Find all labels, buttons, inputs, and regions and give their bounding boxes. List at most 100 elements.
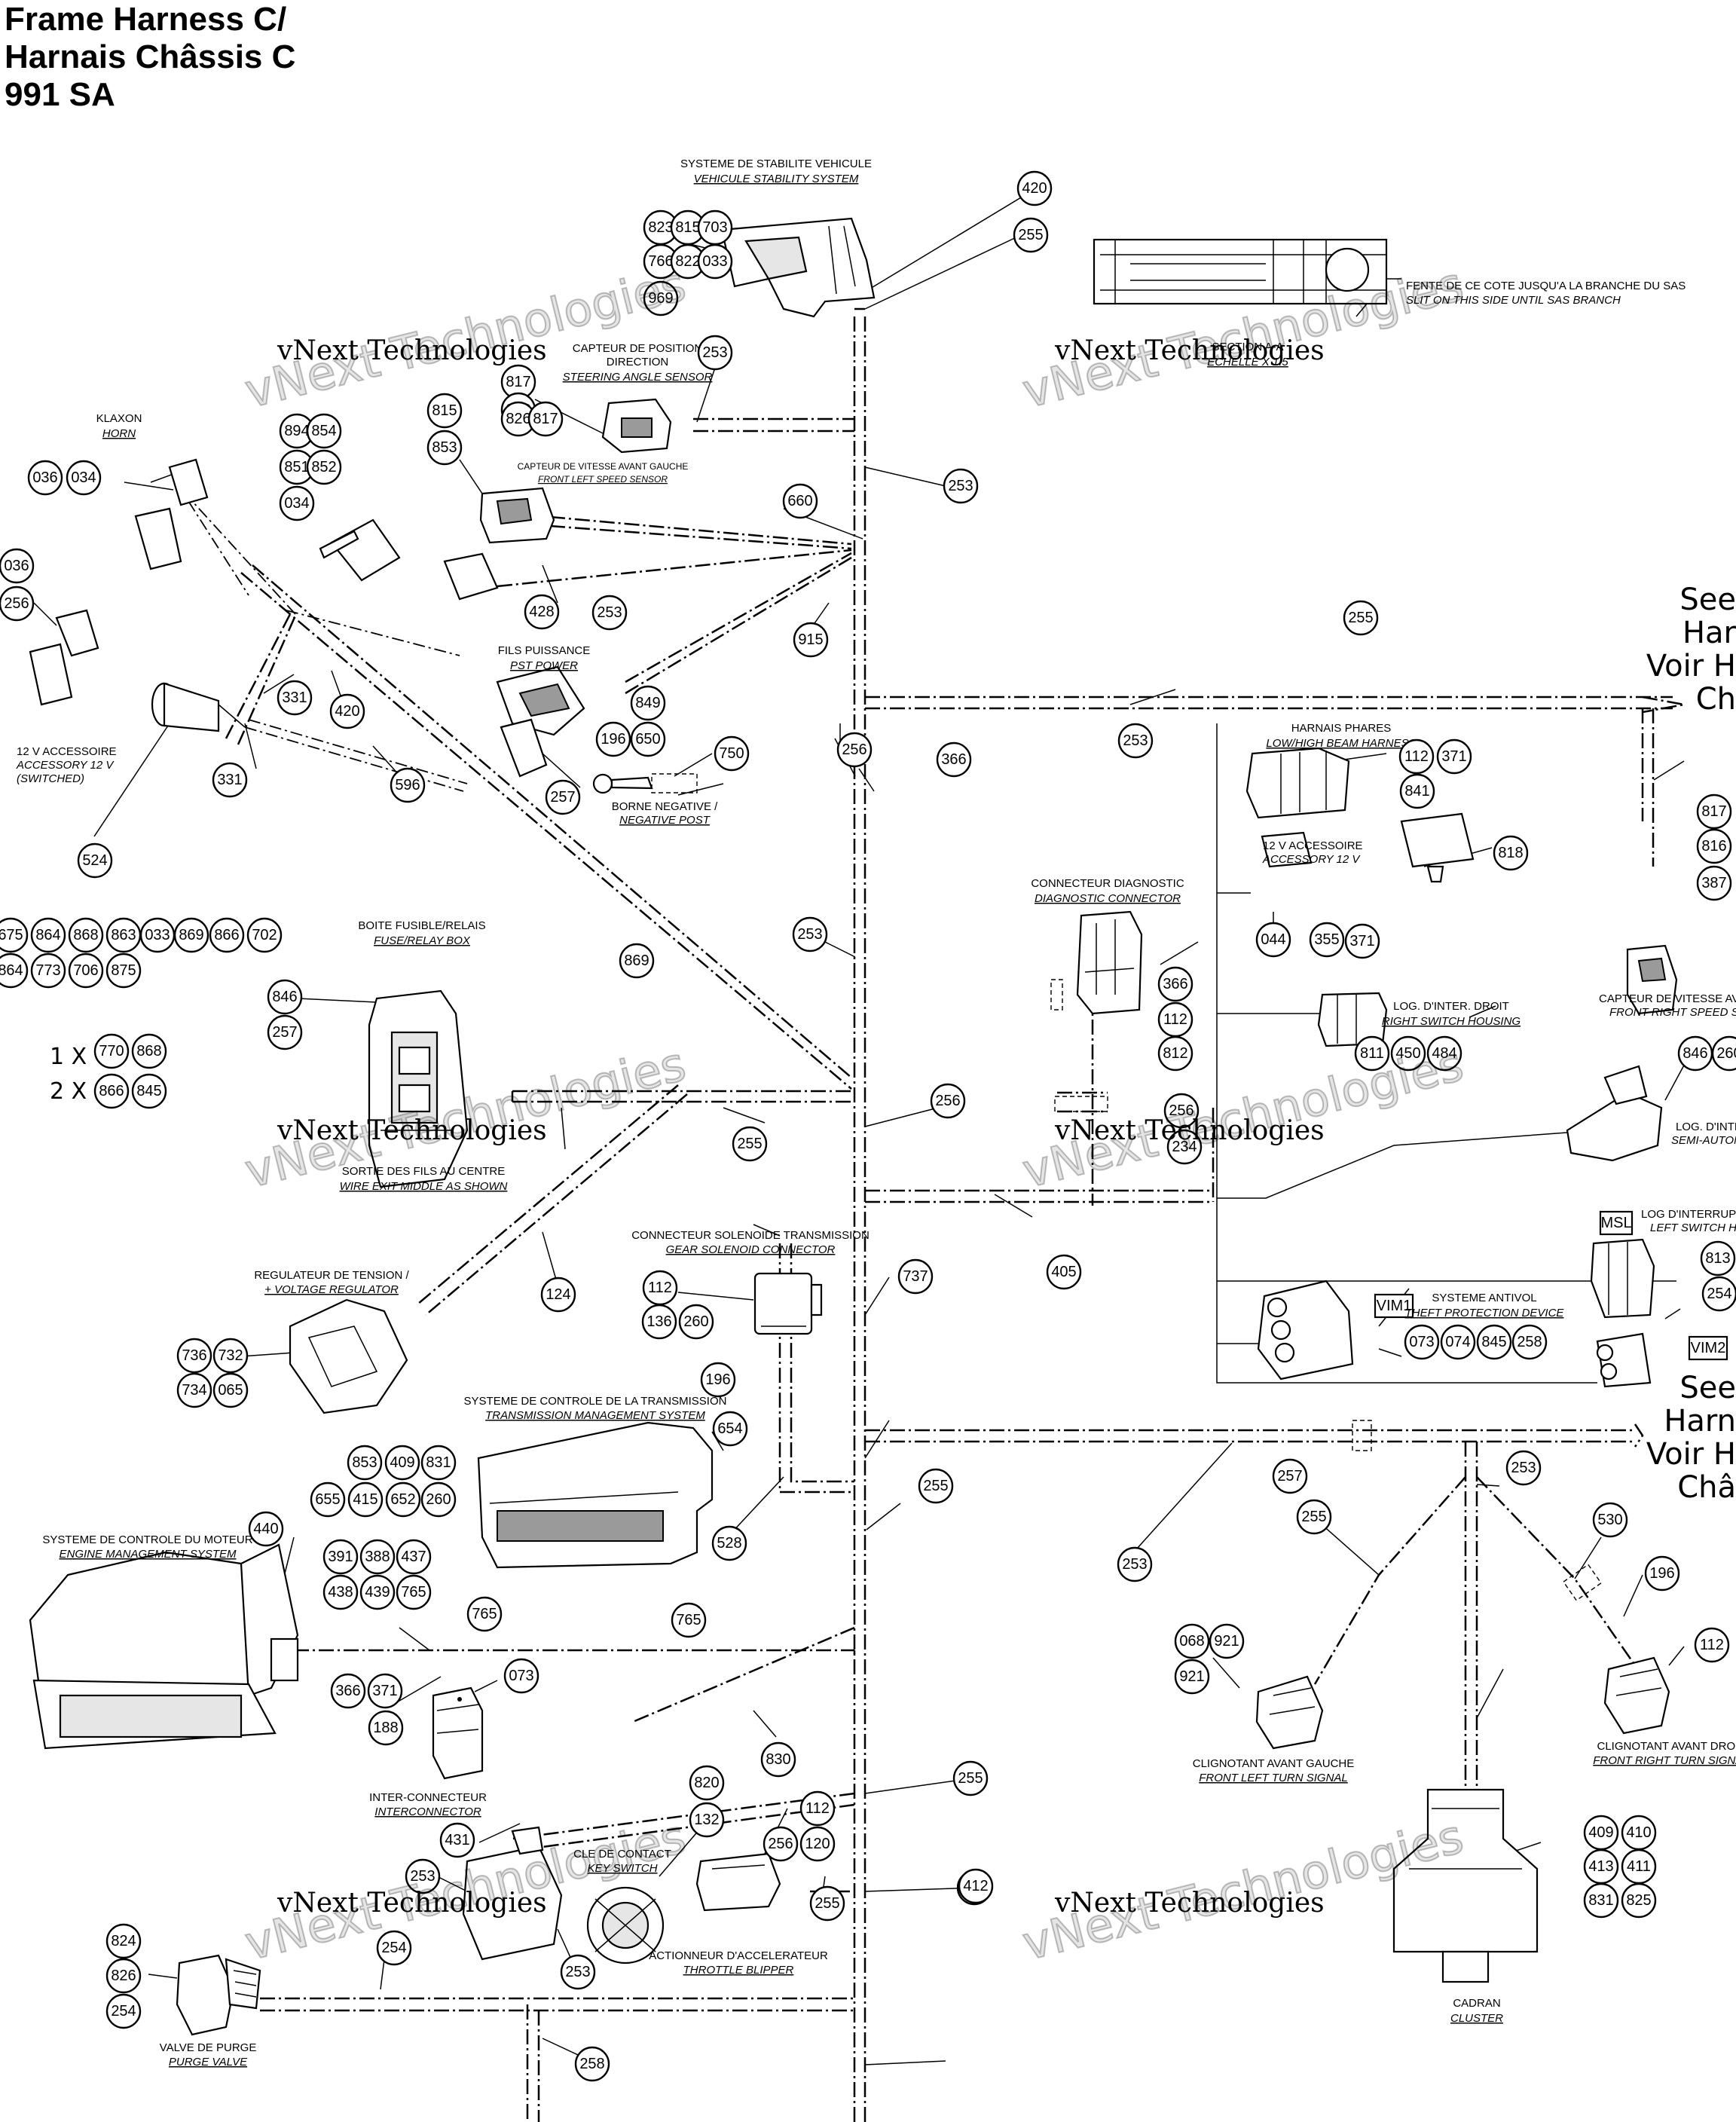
svg-text:255: 255: [1348, 610, 1373, 626]
vss-label-en: VEHICULE STABILITY SYSTEM: [694, 173, 859, 185]
theft-protection-device-shape: [1257, 1280, 1652, 1388]
callout-869: 869: [619, 943, 655, 979]
boxed-labels: MSL VIM1 VIM2 1 X 2 X: [50, 1044, 1728, 1361]
svg-text:866: 866: [99, 1083, 124, 1099]
multiplier-2x: 2 X: [50, 1078, 87, 1105]
svg-text:371: 371: [372, 1683, 397, 1699]
svg-text:355: 355: [1314, 931, 1339, 948]
callout-112: 112: [799, 1790, 836, 1827]
svg-text:841: 841: [1404, 783, 1429, 800]
callout-132: 132: [689, 1802, 725, 1838]
callout-254: 254: [1701, 1276, 1736, 1312]
tms-label-fr: SYSTEME DE CONTROLE DE LA TRANSMISSION: [464, 1395, 727, 1408]
svg-text:530: 530: [1597, 1512, 1622, 1528]
svg-text:822: 822: [675, 253, 700, 270]
svg-text:737: 737: [903, 1268, 928, 1285]
acc12-label-en2: (SWITCHED): [17, 772, 84, 785]
svg-text:033: 033: [145, 927, 170, 943]
svg-text:824: 824: [111, 1933, 136, 1949]
callout-851: 851: [279, 449, 315, 485]
svg-text:703: 703: [702, 219, 727, 236]
multiplier-1x: 1 X: [50, 1044, 87, 1070]
callout-750: 750: [714, 735, 750, 772]
svg-text:770: 770: [99, 1043, 124, 1059]
title-line-3: 991 SA: [5, 76, 115, 113]
callout-253: 253: [1117, 723, 1154, 759]
callout-255: 255: [809, 1885, 845, 1922]
callout-355: 355: [1309, 922, 1345, 958]
svg-text:437: 437: [401, 1549, 426, 1565]
callout-921: 921: [1209, 1623, 1245, 1659]
callout-371: 371: [367, 1673, 403, 1709]
svg-text:817: 817: [1701, 803, 1726, 820]
callout-196: 196: [700, 1362, 736, 1398]
svg-text:528: 528: [717, 1535, 741, 1552]
svg-text:255: 255: [1018, 227, 1043, 243]
svg-text:864: 864: [0, 962, 23, 979]
callout-813: 813: [1700, 1240, 1736, 1277]
svg-text:816: 816: [1701, 838, 1726, 855]
svg-text:258: 258: [579, 2056, 604, 2072]
cluster-connector-shape: [1392, 1788, 1539, 1983]
gear-label-fr: CONNECTEUR SOLENOIDE TRANSMISSION: [631, 1229, 870, 1242]
callout-257: 257: [545, 779, 581, 815]
callout-253: 253: [591, 595, 628, 631]
svg-text:765: 765: [676, 1612, 701, 1628]
left-switch-housing-shape: [1590, 1238, 1655, 1319]
callout-864: 864: [30, 917, 66, 953]
svg-text:750: 750: [719, 745, 744, 762]
svg-text:253: 253: [1122, 1556, 1147, 1573]
front-left-turn-signal-shape: [1255, 1675, 1324, 1750]
svg-text:188: 188: [373, 1720, 398, 1736]
vim1-box: VIM1: [1377, 1298, 1412, 1314]
svg-text:440: 440: [253, 1521, 278, 1537]
callout-817: 817: [500, 364, 536, 400]
callout-817: 817: [1696, 793, 1732, 830]
section-a-a-view: [1093, 238, 1401, 305]
svg-text:124: 124: [546, 1286, 570, 1303]
callout-703: 703: [697, 209, 733, 246]
cluster-label-fr: CADRAN: [1453, 1997, 1500, 2010]
callout-438: 438: [322, 1574, 359, 1610]
steer-label-fr1: CAPTEUR DE POSITION: [573, 342, 703, 355]
callout-112: 112: [1398, 738, 1435, 775]
callout-846: 846: [1677, 1035, 1713, 1072]
callout-737: 737: [897, 1258, 934, 1295]
svg-text:034: 034: [284, 495, 309, 512]
callout-034: 034: [279, 485, 315, 521]
svg-text:366: 366: [335, 1683, 360, 1699]
svg-text:765: 765: [401, 1584, 426, 1601]
key-label-fr: CLE DE CONTACT: [573, 1848, 671, 1861]
svg-text:915: 915: [798, 631, 823, 648]
svg-text:853: 853: [432, 439, 457, 456]
svg-text:074: 074: [1445, 1334, 1470, 1350]
svg-text:112: 112: [805, 1800, 830, 1817]
callout-826: 826: [105, 1958, 142, 1994]
svg-text:831: 831: [1588, 1892, 1613, 1909]
callout-660: 660: [782, 483, 818, 519]
svg-text:253: 253: [597, 604, 622, 621]
svg-text:073: 073: [509, 1668, 533, 1684]
callout-969: 969: [643, 280, 679, 316]
svg-text:034: 034: [71, 469, 96, 486]
callout-450: 450: [1390, 1035, 1426, 1072]
svg-text:431: 431: [445, 1832, 469, 1848]
callout-822: 822: [670, 243, 706, 280]
flturn-label-fr: CLIGNOTANT AVANT GAUCHE: [1193, 1757, 1354, 1770]
front-right-speed-sensor-shape: [1626, 944, 1678, 1015]
callout-112: 112: [1694, 1627, 1730, 1663]
harness-wires: [188, 307, 1685, 2122]
horn-label-fr: KLAXON: [96, 412, 142, 425]
callout-331: 331: [277, 680, 313, 716]
see-note-upper: See Har Voir H Ch: [1646, 582, 1736, 717]
callout-420: 420: [329, 693, 365, 729]
svg-text:654: 654: [717, 1420, 742, 1437]
svg-text:766: 766: [648, 253, 673, 270]
svg-text:826: 826: [111, 1968, 136, 1984]
inter-label-fr: INTER-CONNECTEUR: [369, 1791, 487, 1804]
callout-845: 845: [131, 1073, 167, 1109]
svg-text:036: 036: [4, 558, 29, 574]
callout-820: 820: [689, 1765, 725, 1801]
flturn-label-en: FRONT LEFT TURN SIGNAL: [1199, 1772, 1348, 1784]
ems-label-en: ENGINE MANAGEMENT SYSTEM: [59, 1548, 237, 1561]
